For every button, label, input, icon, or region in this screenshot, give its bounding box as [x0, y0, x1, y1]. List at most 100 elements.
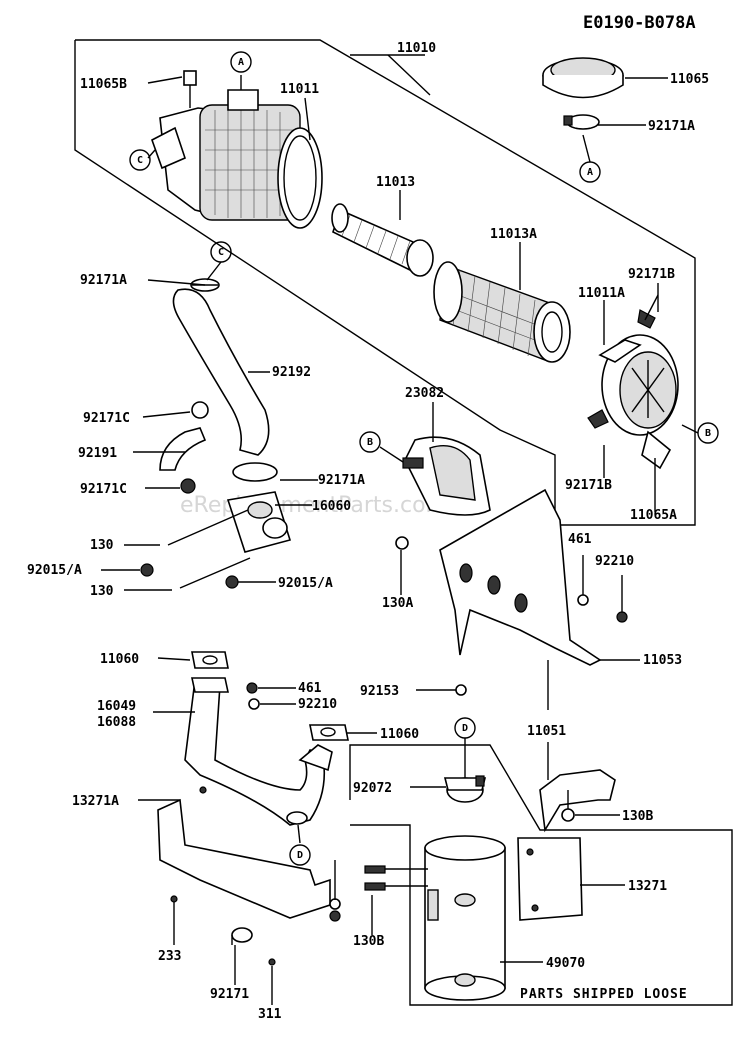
label-461-right: 461 — [568, 532, 592, 547]
label-23082: 23082 — [405, 386, 444, 401]
label-11060-top: 11060 — [100, 652, 139, 667]
label-11065a: 11065A — [630, 508, 677, 523]
label-11053: 11053 — [643, 653, 682, 668]
svg-text:C: C — [218, 247, 224, 258]
label-11051: 11051 — [527, 724, 566, 739]
parts-shipped-loose-label: PARTS SHIPPED LOOSE — [520, 987, 688, 1002]
label-92171a-mid: 92171A — [318, 473, 365, 488]
bracket-23082 — [402, 436, 491, 516]
label-130a: 130A — [382, 596, 413, 611]
parts-shipped-loose-box — [349, 744, 733, 1006]
valve-11065b — [183, 70, 197, 108]
label-92210-mid: 92210 — [298, 697, 337, 712]
fasteners-13271a — [329, 860, 341, 922]
clamp-92171a-mid — [232, 462, 278, 482]
hose-92191 — [159, 427, 207, 471]
part-labels: 11010 11065B 11011 11065 92171A 11013 11… — [27, 41, 709, 1022]
watermark: eReplacementParts.com — [180, 493, 447, 518]
nut-92210-right — [616, 611, 628, 623]
hose-92192 — [172, 288, 270, 456]
callout-b-mid: B — [359, 431, 381, 453]
washer-461-right — [577, 594, 589, 606]
clamp-92171 — [231, 927, 253, 945]
label-92153: 92153 — [360, 684, 399, 699]
cap-11011a — [587, 309, 679, 436]
label-92210-right: 92210 — [595, 554, 634, 569]
clamp-92171a-cap — [563, 114, 600, 130]
bracket-11051 — [539, 769, 616, 833]
leader-lines — [101, 54, 699, 1005]
gasket-16049-flange — [191, 677, 229, 693]
muffler-49070 — [424, 835, 506, 1001]
label-11010: 11010 — [397, 41, 436, 56]
label-92171: 92171 — [210, 987, 249, 1002]
air-cleaner-body-11011 — [151, 89, 323, 229]
label-461-mid: 461 — [298, 681, 322, 696]
label-92171c-top: 92171C — [83, 411, 130, 426]
label-49070: 49070 — [546, 956, 585, 971]
label-92171b-bot: 92171B — [565, 478, 612, 493]
label-311: 311 — [258, 1007, 282, 1022]
label-16060: 16060 — [312, 499, 351, 514]
label-130-bot: 130 — [90, 584, 114, 599]
label-13271: 13271 — [628, 879, 667, 894]
label-11060-mid: 11060 — [380, 727, 419, 742]
svg-text:D: D — [297, 850, 303, 861]
bolt-233 — [170, 895, 178, 903]
svg-text:B: B — [367, 437, 373, 448]
label-16049: 16049 — [97, 699, 136, 714]
label-11065: 11065 — [670, 72, 709, 87]
callout-a-top: A — [230, 51, 252, 73]
gasket-11060-top — [191, 651, 229, 669]
label-233: 233 — [158, 949, 181, 964]
diagram-code: E0190-B078A — [583, 13, 696, 33]
callout-b-right: B — [697, 422, 719, 444]
callout-a-right: A — [579, 161, 601, 183]
label-92171a-cap: 92171A — [648, 119, 695, 134]
svg-text:C: C — [137, 155, 143, 166]
outer-element-11013a — [433, 261, 571, 363]
label-11065b: 11065B — [80, 77, 127, 92]
bolts-130b-left — [364, 865, 428, 891]
nut-92210-mid — [248, 698, 260, 710]
label-92192: 92192 — [272, 365, 311, 380]
tube-11065a — [641, 430, 672, 470]
svg-text:B: B — [705, 428, 711, 439]
label-92171b-top: 92171B — [628, 267, 675, 282]
label-130b-left: 130B — [353, 934, 384, 949]
label-92191: 92191 — [78, 446, 117, 461]
callout-d-low: D — [289, 844, 311, 866]
bolt-92153 — [455, 684, 467, 696]
callout-d-mid: D — [454, 717, 476, 739]
label-130b-right: 130B — [622, 809, 653, 824]
bolt-130b-right — [561, 790, 575, 822]
clamp-92072 — [443, 775, 487, 803]
svg-text:D: D — [462, 723, 468, 734]
gasket-11060-mid — [309, 724, 349, 741]
label-11011: 11011 — [280, 82, 319, 97]
clamp-92171c-top — [191, 401, 209, 419]
washer-130a — [395, 536, 409, 550]
washer-461-mid — [246, 682, 258, 694]
exhaust-pipe-16049 — [184, 677, 333, 826]
label-92171a-hose: 92171A — [80, 273, 127, 288]
callout-c-hose: C — [210, 241, 232, 263]
bracket-11053 — [439, 488, 602, 666]
label-92072: 92072 — [353, 781, 392, 796]
label-11011a: 11011A — [578, 286, 625, 301]
nut-311 — [268, 958, 276, 966]
label-13271a: 13271A — [72, 794, 119, 809]
inner-element-11013 — [331, 203, 434, 277]
label-92015a-right: 92015/A — [278, 576, 333, 591]
label-16088: 16088 — [97, 715, 136, 730]
bolts-130 — [140, 509, 251, 589]
label-130-top: 130 — [90, 538, 114, 553]
adapter-16060 — [226, 491, 292, 553]
label-11013: 11013 — [376, 175, 415, 190]
clamp-92171c-bot — [180, 478, 196, 494]
bracket-13271a — [157, 786, 331, 919]
cap-11065 — [542, 57, 624, 99]
label-92015a-left: 92015/A — [27, 563, 82, 578]
shield-13271 — [517, 837, 583, 921]
